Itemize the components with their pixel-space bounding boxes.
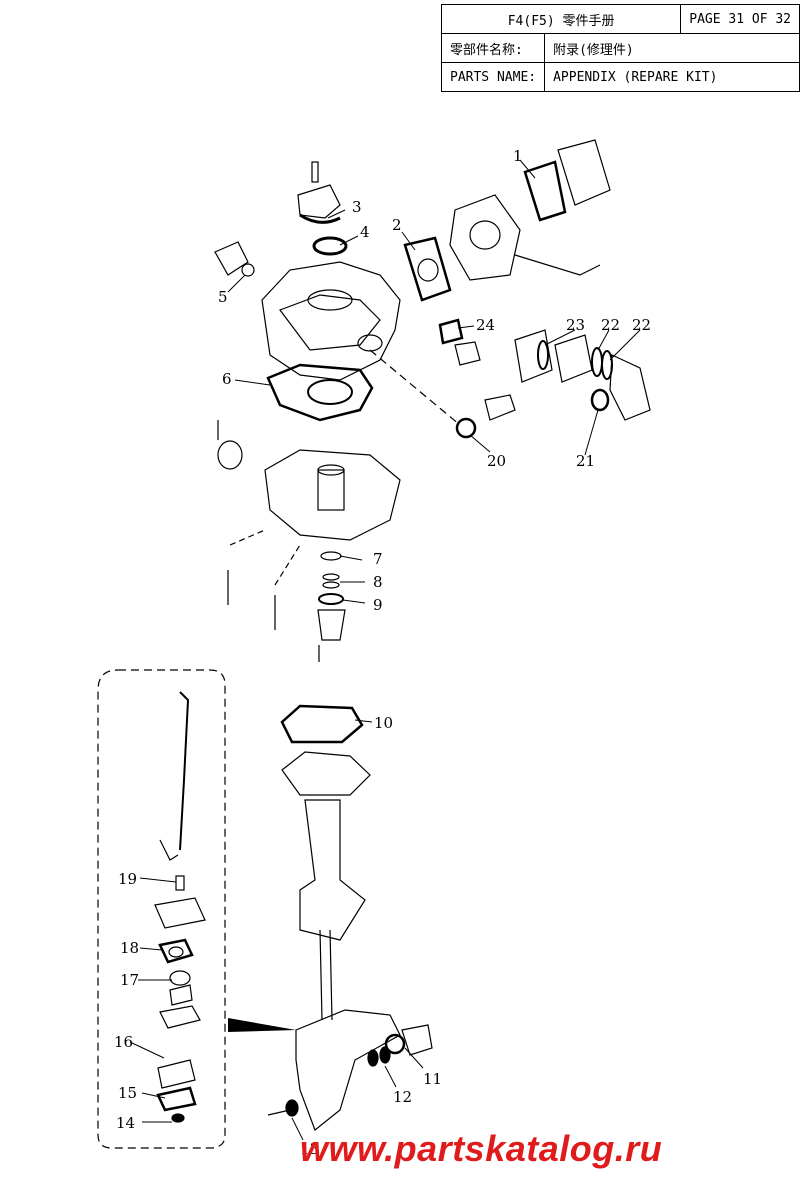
callout-15: 15 — [118, 1084, 137, 1102]
bracket-5 — [214, 241, 249, 276]
gasket-21 — [590, 388, 610, 412]
gasket-23 — [537, 340, 549, 370]
callout-9: 9 — [373, 596, 383, 614]
callout-21: 21 — [576, 452, 595, 470]
title-block: F4(F5) 零件手册 PAGE 31 OF 32 零部件名称: 附录(修理件)… — [440, 4, 800, 92]
callout-11: 11 — [423, 1070, 442, 1088]
callout-24: 24 — [476, 316, 495, 334]
detail-box — [97, 669, 226, 1149]
detail-arrow — [228, 1018, 296, 1032]
carburetor — [554, 334, 593, 383]
callout-13: 13 — [300, 1140, 319, 1158]
model-title: F4(F5) 零件手册 — [440, 4, 682, 34]
callout-19: 19 — [118, 870, 137, 888]
callout-14: 14 — [116, 1114, 135, 1132]
callout-3: 3 — [352, 198, 362, 216]
crankcase-lower — [264, 449, 401, 541]
gasket-6 — [266, 363, 374, 422]
callout-1: 1 — [513, 147, 523, 165]
rotor-part — [297, 184, 341, 219]
gasket-24 — [438, 318, 464, 345]
gasket-1 — [523, 160, 567, 222]
seal-13 — [285, 1099, 299, 1117]
gasket-18 — [158, 938, 194, 964]
callout-4: 4 — [360, 223, 370, 241]
seal-4 — [312, 236, 348, 256]
callout-22a: 22 — [601, 316, 620, 334]
callout-2: 2 — [392, 216, 402, 234]
parts-name-value-cn: 附录(修理件) — [544, 33, 800, 63]
gear-case — [295, 1009, 401, 1131]
gasket-2 — [403, 236, 452, 302]
callout-10: 10 — [374, 714, 393, 732]
throttle-body — [449, 194, 521, 281]
callout-6: 6 — [222, 370, 232, 388]
o-ring-9 — [318, 593, 344, 605]
callout-7: 7 — [373, 550, 383, 568]
gasket-10 — [280, 704, 364, 744]
cover-1 — [557, 139, 611, 206]
gasket-22a — [591, 347, 603, 377]
parts-name-label-en: PARTS NAME: — [440, 62, 546, 92]
gasket-3 — [299, 213, 341, 224]
intake-elbow — [609, 354, 651, 421]
callout-18: 18 — [120, 939, 139, 957]
gasket-15 — [156, 1086, 197, 1112]
pulley — [217, 440, 243, 470]
carb-box — [514, 329, 553, 383]
o-ring-11 — [384, 1033, 406, 1055]
callout-17: 17 — [120, 971, 139, 989]
callout-16: 16 — [114, 1033, 133, 1051]
page-number: PAGE 31 OF 32 — [680, 4, 800, 34]
callout-12: 12 — [393, 1088, 412, 1106]
callout-23: 23 — [566, 316, 585, 334]
watermark: www.partskatalog.ru — [300, 1128, 663, 1169]
callout-20: 20 — [487, 452, 506, 470]
impeller — [169, 970, 191, 986]
seal-12b — [379, 1046, 391, 1064]
parts-name-value-en: APPENDIX (REPARE KIT) — [544, 62, 800, 92]
callout-5: 5 — [218, 288, 228, 306]
seal-12a — [367, 1049, 379, 1067]
callout-8: 8 — [373, 573, 383, 591]
callout-22b: 22 — [632, 316, 651, 334]
o-ring-20 — [455, 417, 477, 439]
